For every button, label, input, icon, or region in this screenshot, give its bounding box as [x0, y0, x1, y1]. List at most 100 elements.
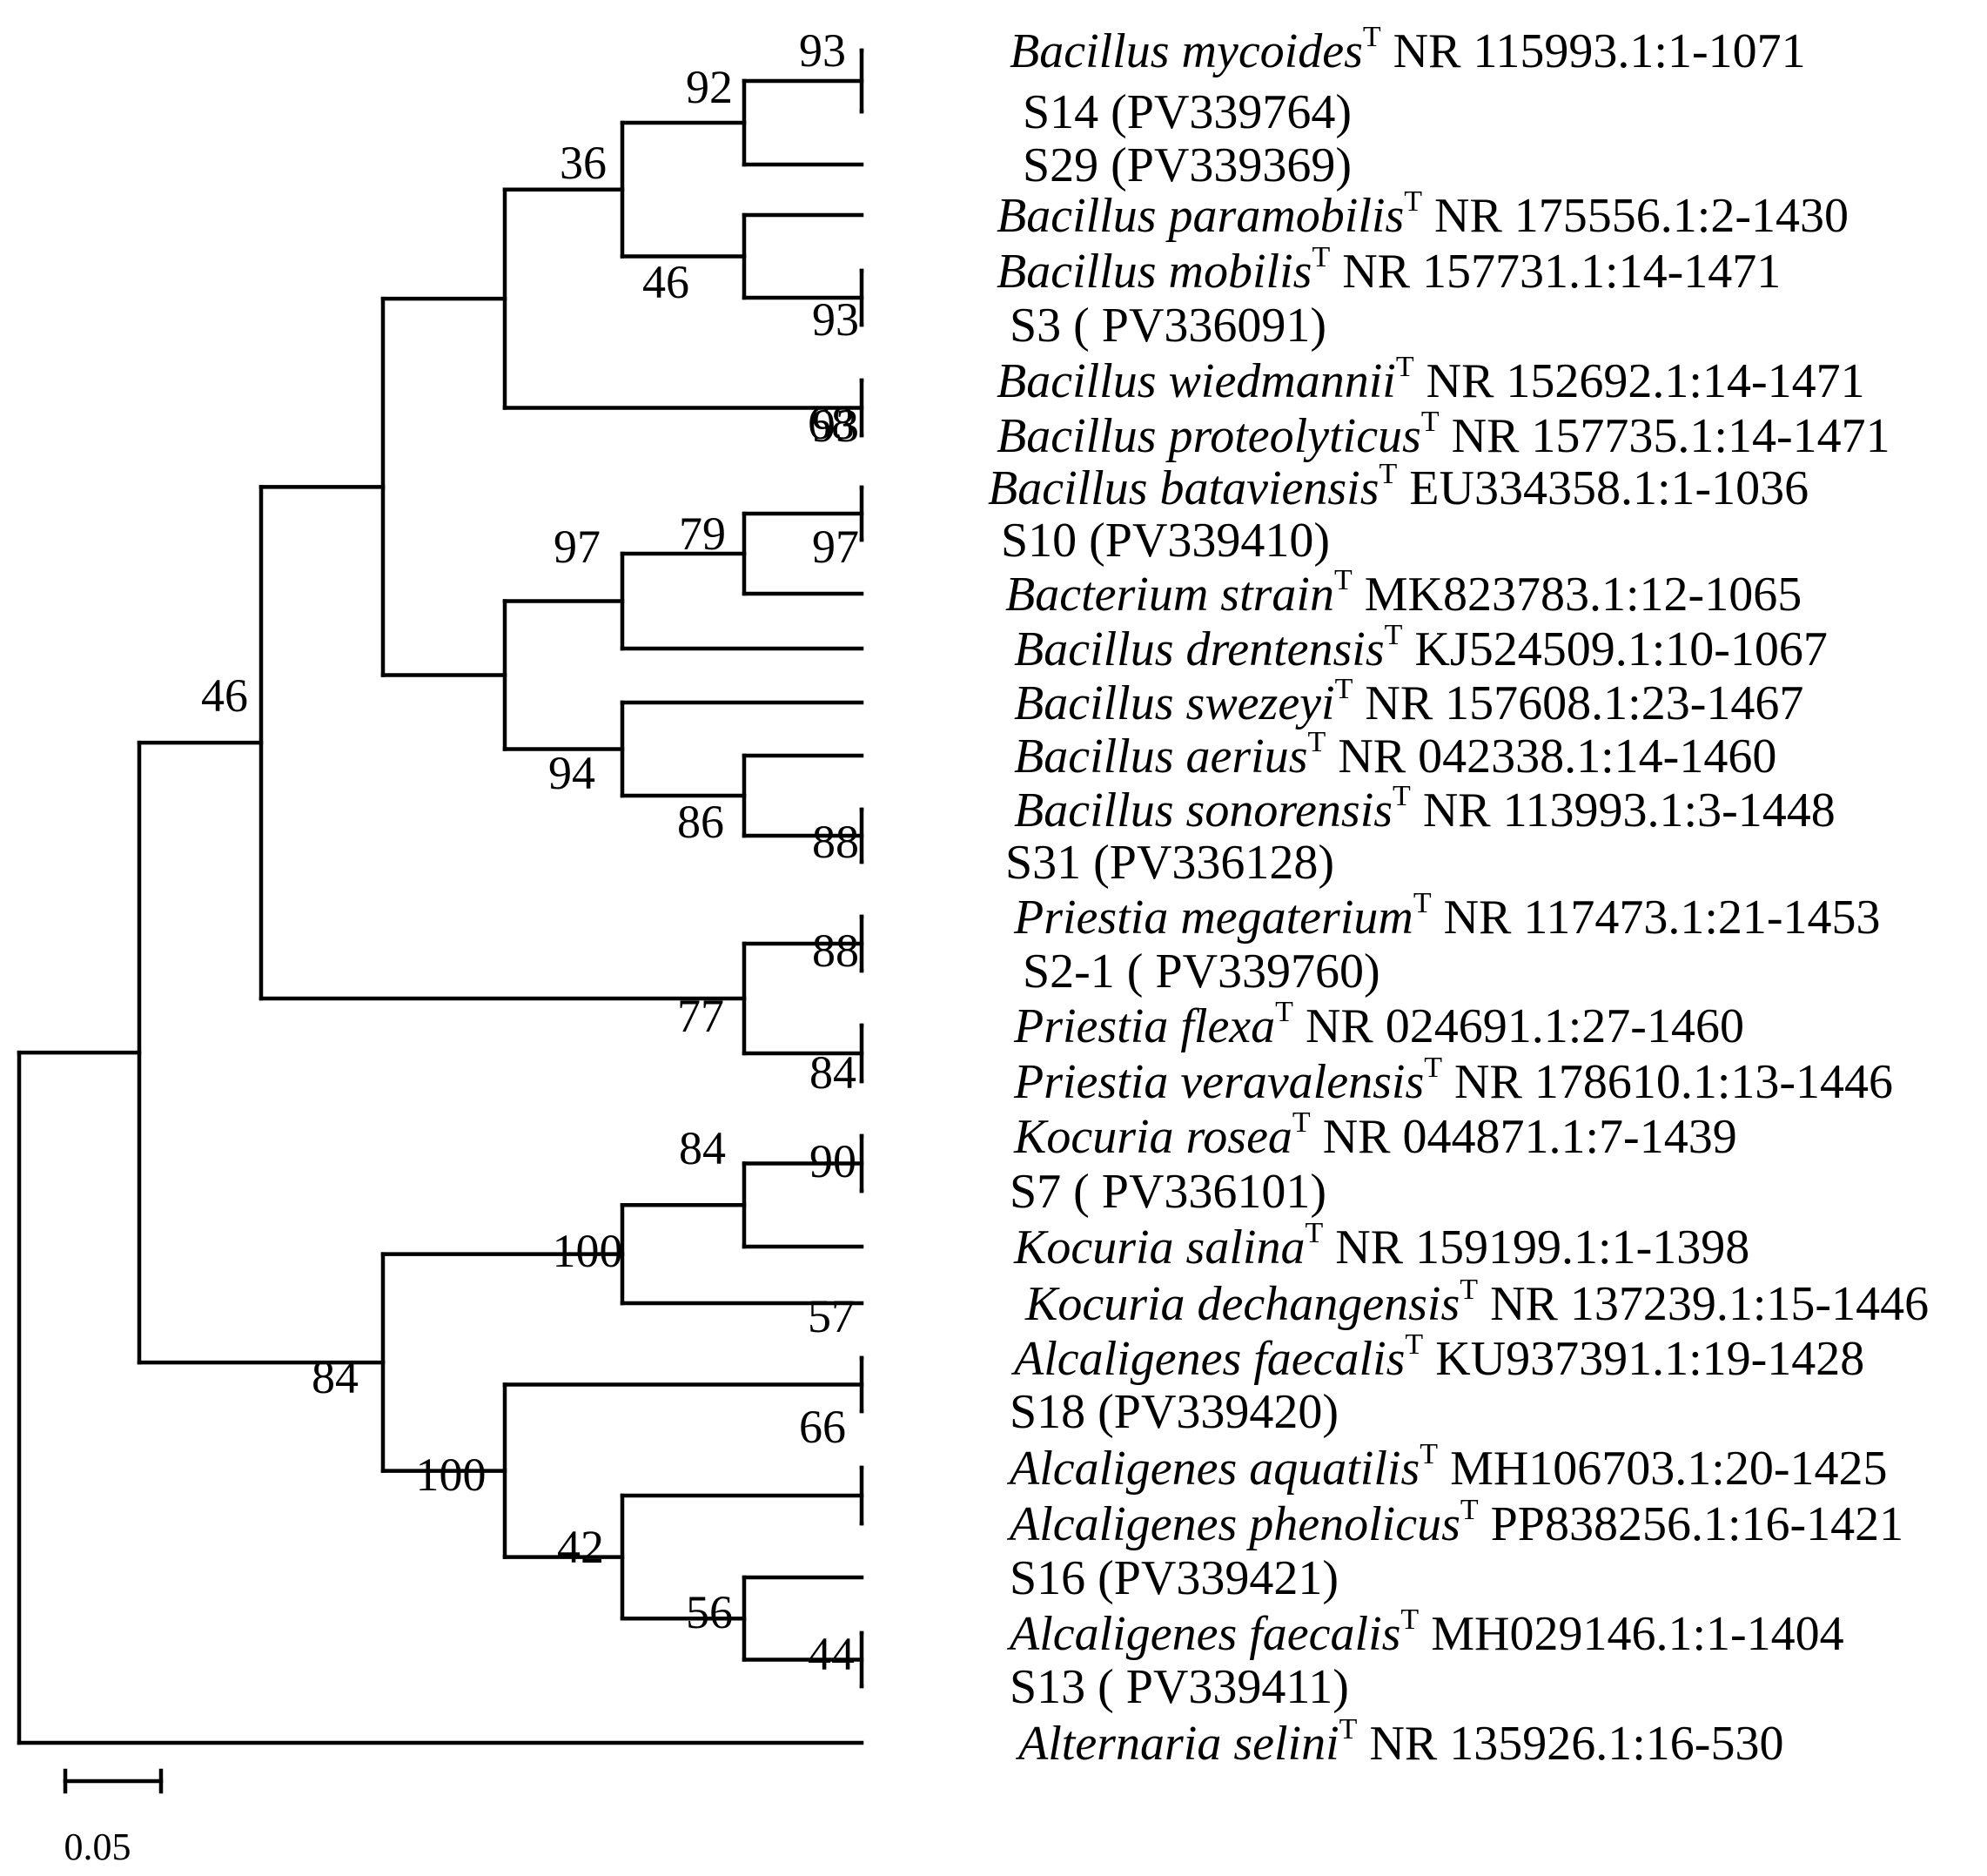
bootstrap-value: 84	[679, 1122, 726, 1174]
accession-label: NR 115993.1:1-1071	[1381, 24, 1806, 78]
leaf-label: S29 (PV339369)	[1023, 138, 1352, 192]
type-strain-mark: T	[1275, 996, 1293, 1028]
taxon-name: Kocuria salina	[1013, 1220, 1305, 1274]
accession-label: S2-1 ( PV339760)	[1023, 945, 1380, 999]
leaf-label: Kocuria roseaT NR 044871.1:7-1439	[1013, 1106, 1737, 1164]
accession-label: EU334358.1:1-1036	[1397, 461, 1809, 515]
accession-label: S7 ( PV336101)	[1010, 1165, 1326, 1219]
type-strain-mark: T	[1334, 564, 1353, 596]
taxon-name: Bacillus drentensis	[1014, 622, 1385, 676]
type-strain-mark: T	[1379, 458, 1398, 490]
bootstrap-value: 79	[679, 508, 726, 560]
taxon-name: Bacillus aerius	[1014, 730, 1308, 783]
taxon-name: Bacillus mycoides	[1010, 24, 1363, 78]
type-strain-mark: T	[1460, 1274, 1478, 1306]
bootstrap-value: 84	[809, 1046, 856, 1099]
type-strain-mark: T	[1363, 21, 1381, 53]
bootstrap-value: 93	[799, 24, 846, 77]
accession-label: NR 024691.1:27-1460	[1293, 999, 1744, 1053]
leaf-label: S10 (PV339410)	[1001, 514, 1330, 568]
bootstrap-value: 88	[812, 925, 859, 977]
leaf-label: Kocuria salinaT NR 159199.1:1-1398	[1013, 1217, 1749, 1274]
type-strain-mark: T	[1308, 726, 1326, 758]
bootstrap-value: 92	[686, 61, 733, 113]
taxon-name: Bacillus wiedmannii	[997, 354, 1396, 408]
leaf-labels: Bacillus mycoidesT NR 115993.1:1-1071S14…	[988, 21, 1929, 1771]
bootstrap-value: 90	[809, 1135, 856, 1187]
leaf-label: S18 (PV339420)	[1010, 1385, 1339, 1439]
taxon-name: Bacterium strain	[1005, 568, 1334, 622]
bootstrap-value: 88	[812, 816, 859, 868]
accession-label: NR 152692.1:14-1471	[1414, 354, 1865, 408]
taxon-name: Priestia megaterium	[1013, 891, 1413, 945]
bootstrap-value: 93	[812, 293, 859, 346]
leaf-label: Alternaria seliniT NR 135926.1:16-530	[1015, 1713, 1783, 1771]
taxon-name: Bacillus mobilis	[997, 245, 1312, 299]
accession-label: NR 157731.1:14-1471	[1330, 245, 1781, 299]
accession-label: NR 042338.1:14-1460	[1326, 730, 1776, 783]
accession-label: S18 (PV339420)	[1010, 1385, 1339, 1439]
taxon-name: Bacillus paramobilis	[997, 189, 1404, 243]
bootstrap-value: 97	[554, 521, 601, 573]
type-strain-mark: T	[1421, 406, 1440, 438]
taxon-name: Priestia flexa	[1013, 999, 1275, 1053]
leaf-label: Bacterium strainT MK823783.1:12-1065	[1005, 564, 1802, 622]
type-strain-mark: T	[1312, 241, 1330, 273]
bootstrap-value: 56	[686, 1586, 733, 1638]
taxon-name: Alcaligenes aquatilis	[1006, 1442, 1420, 1496]
accession-label: KU937391.1:19-1428	[1423, 1332, 1864, 1386]
taxon-name: Kocuria dechangensis	[1024, 1277, 1460, 1331]
accession-label: NR 135926.1:16-530	[1357, 1717, 1783, 1771]
accession-label: S29 (PV339369)	[1023, 138, 1352, 192]
accession-label: MH029146.1:1-1404	[1419, 1607, 1843, 1661]
bootstrap-value: 42	[557, 1521, 604, 1573]
bootstrap-value: 86	[677, 796, 724, 848]
leaf-label: Kocuria dechangensisT NR 137239.1:15-144…	[1024, 1274, 1929, 1331]
taxon-name: Bacillus sonorensis	[1014, 783, 1393, 837]
accession-label: NR 157735.1:14-1471	[1440, 409, 1890, 463]
leaf-label: Priestia megateriumT NR 117473.1:21-1453	[1013, 887, 1881, 945]
taxon-name: Bacillus bataviensis	[988, 461, 1379, 515]
type-strain-mark: T	[1335, 673, 1353, 705]
bootstrap-value: 36	[560, 137, 607, 189]
type-strain-mark: T	[1404, 185, 1422, 218]
accession-label: PP838256.1:16-1421	[1479, 1497, 1904, 1551]
bootstrap-value: 100	[416, 1449, 487, 1501]
leaf-label: Bacillus paramobilisT NR 175556.1:2-1430	[997, 185, 1849, 243]
accession-label: KJ524509.1:10-1067	[1402, 622, 1827, 676]
scale-bar: 0.05	[63, 1768, 164, 1868]
bootstrap-value: 94	[548, 747, 595, 799]
tree-branches	[17, 48, 864, 1745]
bootstrap-value: 57	[808, 1290, 855, 1342]
leaf-label: Bacillus aeriusT NR 042338.1:14-1460	[1014, 726, 1776, 783]
bootstrap-value: 77	[677, 990, 724, 1042]
bootstrap-value: 46	[201, 669, 248, 722]
type-strain-mark: T	[1396, 351, 1414, 383]
taxon-name: Bacillus swezeyi	[1014, 676, 1335, 730]
leaf-label: Alcaligenes faecalisT MH029146.1:1-1404	[1006, 1604, 1844, 1661]
taxon-name: Alcaligenes phenolicus	[1006, 1497, 1460, 1551]
taxon-name: Alcaligenes faecalis	[1010, 1332, 1405, 1386]
leaf-label: Bacillus drentensisT KJ524509.1:10-1067	[1014, 619, 1828, 676]
accession-label: S16 (PV339421)	[1010, 1551, 1339, 1605]
bootstrap-value: 44	[808, 1628, 855, 1680]
accession-label: S3 ( PV336091)	[1010, 299, 1326, 353]
type-strain-mark: T	[1292, 1106, 1311, 1139]
accession-label: NR 157608.1:23-1467	[1353, 676, 1803, 730]
accession-label: S13 ( PV339411)	[1010, 1660, 1349, 1714]
leaf-label: S2-1 ( PV339760)	[1023, 945, 1380, 999]
leaf-label: Priestia veravalensisT NR 178610.1:13-14…	[1013, 1052, 1893, 1109]
bootstrap-value: 46	[642, 256, 689, 308]
accession-label: NR 044871.1:7-1439	[1311, 1110, 1737, 1164]
leaf-label: Alcaligenes aquatilisT MH106703.1:20-142…	[1006, 1438, 1888, 1496]
accession-label: NR 159199.1:1-1398	[1323, 1220, 1749, 1274]
bootstrap-value: 66	[799, 1401, 846, 1453]
bootstrap-value: 68	[808, 397, 855, 449]
type-strain-mark: T	[1305, 1217, 1323, 1249]
type-strain-mark: T	[1405, 1328, 1423, 1361]
leaf-label: Bacillus swezeyiT NR 157608.1:23-1467	[1014, 673, 1803, 730]
type-strain-mark: T	[1393, 780, 1411, 812]
type-strain-mark: T	[1400, 1604, 1419, 1636]
